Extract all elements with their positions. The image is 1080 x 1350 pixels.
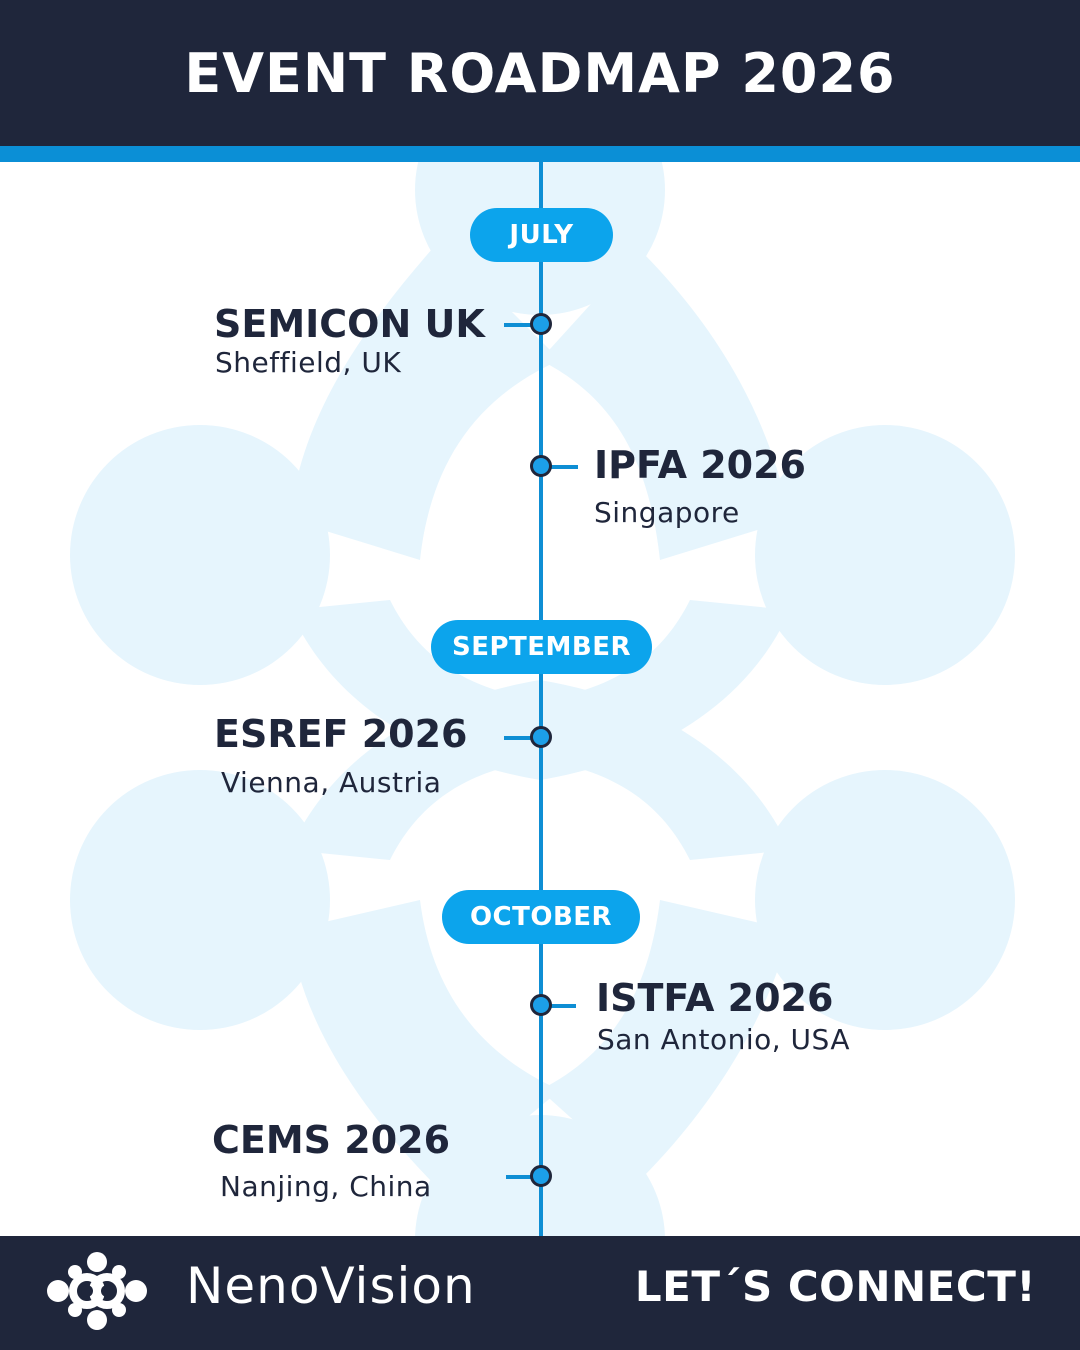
month-label-text: OCTOBER: [469, 902, 613, 932]
event-location-vienna: Vienna, Austria: [221, 766, 442, 799]
event-name-semicon-uk: SEMICON UK: [214, 302, 485, 346]
timeline-node: [530, 455, 552, 477]
event-connector: [506, 1175, 540, 1179]
header-bar: EVENT ROADMAP 2026: [0, 0, 1080, 146]
page-title: EVENT ROADMAP 2026: [184, 41, 896, 105]
month-label-september: SEPTEMBER: [431, 620, 652, 674]
month-label-october: OCTOBER: [442, 890, 640, 944]
event-name-cems: CEMS 2026: [212, 1118, 451, 1162]
event-location-sheffield: Sheffield, UK: [215, 346, 402, 379]
event-connector: [504, 736, 540, 740]
timeline-node: [530, 994, 552, 1016]
event-name-ipfa: IPFA 2026: [594, 443, 806, 487]
month-label-text: JULY: [509, 220, 574, 250]
brand-name: NenoVision: [186, 1257, 476, 1315]
event-location-singapore: Singapore: [594, 496, 740, 529]
event-name-istfa: ISTFA 2026: [596, 976, 834, 1020]
timeline-line: [539, 162, 543, 1236]
nenovision-logo-icon: [47, 1252, 147, 1330]
event-location-san-antonio: San Antonio, USA: [597, 1023, 850, 1056]
event-connector: [504, 323, 540, 327]
event-name-esref: ESREF 2026: [214, 712, 468, 756]
call-to-action-text: LET´S CONNECT!: [634, 1262, 1036, 1311]
timeline-node: [530, 726, 552, 748]
event-connector: [542, 1004, 576, 1008]
event-location-nanjing: Nanjing, China: [220, 1170, 432, 1203]
footer-bar: [0, 1236, 1080, 1350]
month-label-text: SEPTEMBER: [451, 632, 631, 662]
month-label-july: JULY: [470, 208, 613, 262]
header-accent-stripe: [0, 146, 1080, 162]
event-connector: [542, 465, 578, 469]
timeline-node: [530, 313, 552, 335]
timeline-node: [530, 1165, 552, 1187]
